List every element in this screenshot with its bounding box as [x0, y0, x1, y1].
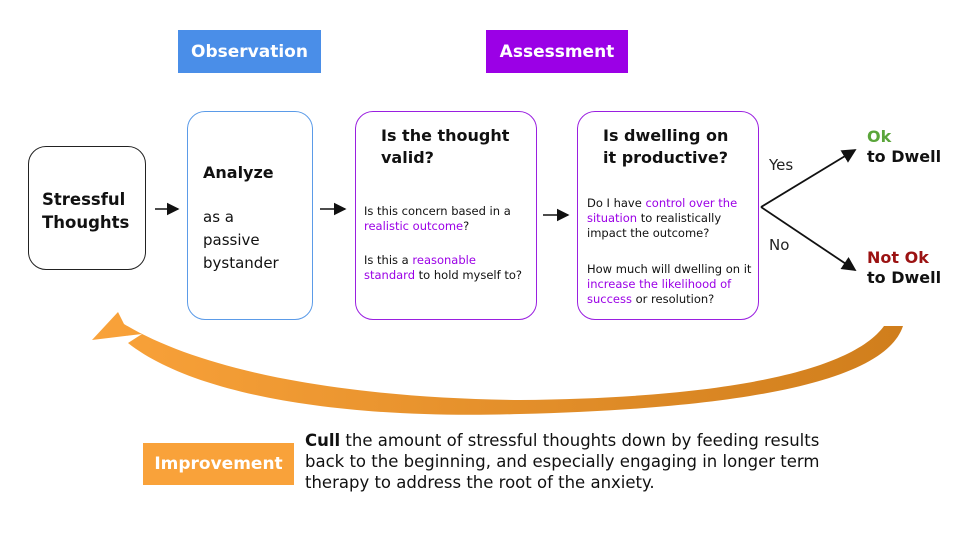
improvement-rest: the amount of stressful thoughts down by…: [305, 431, 820, 492]
q-highlight: realistic outcome: [364, 219, 464, 233]
analyze-title: Analyze: [203, 163, 274, 182]
q-text: to hold myself to?: [415, 268, 522, 282]
stressful-line-2: Thoughts: [42, 213, 130, 232]
thought-valid-box: [355, 111, 537, 320]
cull-word: Cull: [305, 431, 341, 450]
feedback-loop-arrow: [92, 312, 903, 415]
q-text: Do I have: [587, 196, 646, 210]
assessment-tag: Assessment: [486, 30, 628, 73]
ok-rest: to Dwell: [867, 147, 942, 166]
ok-to-dwell-outcome: Ok to Dwell: [867, 127, 941, 167]
q-text: ?: [463, 219, 470, 233]
observation-tag: Observation: [178, 30, 321, 73]
not-ok-to-dwell-outcome: Not Ok to Dwell: [867, 248, 941, 288]
q-highlight: control over the situation: [587, 196, 738, 225]
reasonable-standard-question: Is this a reasonable standard to hold my…: [364, 253, 530, 283]
q-text: to realistically impact the outcome?: [587, 211, 722, 240]
not-ok-rest: to Dwell: [867, 268, 942, 287]
dwelling-productive-title: Is dwelling on it productive?: [603, 126, 729, 167]
stressful-thoughts-label: Stressful Thoughts: [42, 188, 142, 234]
analyze-line-2: passive: [203, 231, 260, 249]
improvement-description: Cull the amount of stressful thoughts do…: [305, 430, 825, 493]
q-text: Is this concern based in a: [364, 204, 511, 218]
stressful-line-1: Stressful: [42, 190, 126, 209]
q-text: Is this a: [364, 253, 413, 267]
analyze-line-3: bystander: [203, 254, 279, 272]
control-question: Do I have control over the situation to …: [587, 196, 753, 241]
analyze-line-1: as a: [203, 208, 234, 226]
arrow-to-ok: [760, 149, 857, 208]
stressful-thoughts-box: [28, 146, 146, 270]
likelihood-question: How much will dwelling on it increase th…: [587, 262, 753, 307]
improvement-tag: Improvement: [143, 443, 294, 485]
q-highlight: reasonable standard: [364, 253, 476, 282]
not-ok-word: Not Ok: [867, 248, 929, 267]
realistic-outcome-question: Is this concern based in a realistic out…: [364, 204, 530, 234]
q-text: or resolution?: [631, 292, 715, 306]
q-highlight: increase the likelihood of success: [587, 277, 732, 306]
thought-valid-title: Is the thought valid?: [381, 126, 510, 167]
analyze-box: [187, 111, 313, 320]
yes-branch-label: Yes: [769, 156, 794, 174]
ok-word: Ok: [867, 127, 892, 146]
q-text: How much will dwelling on it: [587, 262, 752, 276]
analyze-subtitle: as a passive bystander: [203, 206, 308, 275]
arrow-to-not-ok: [760, 206, 857, 272]
dwelling-productive-box: [577, 111, 759, 320]
no-branch-label: No: [769, 236, 790, 254]
